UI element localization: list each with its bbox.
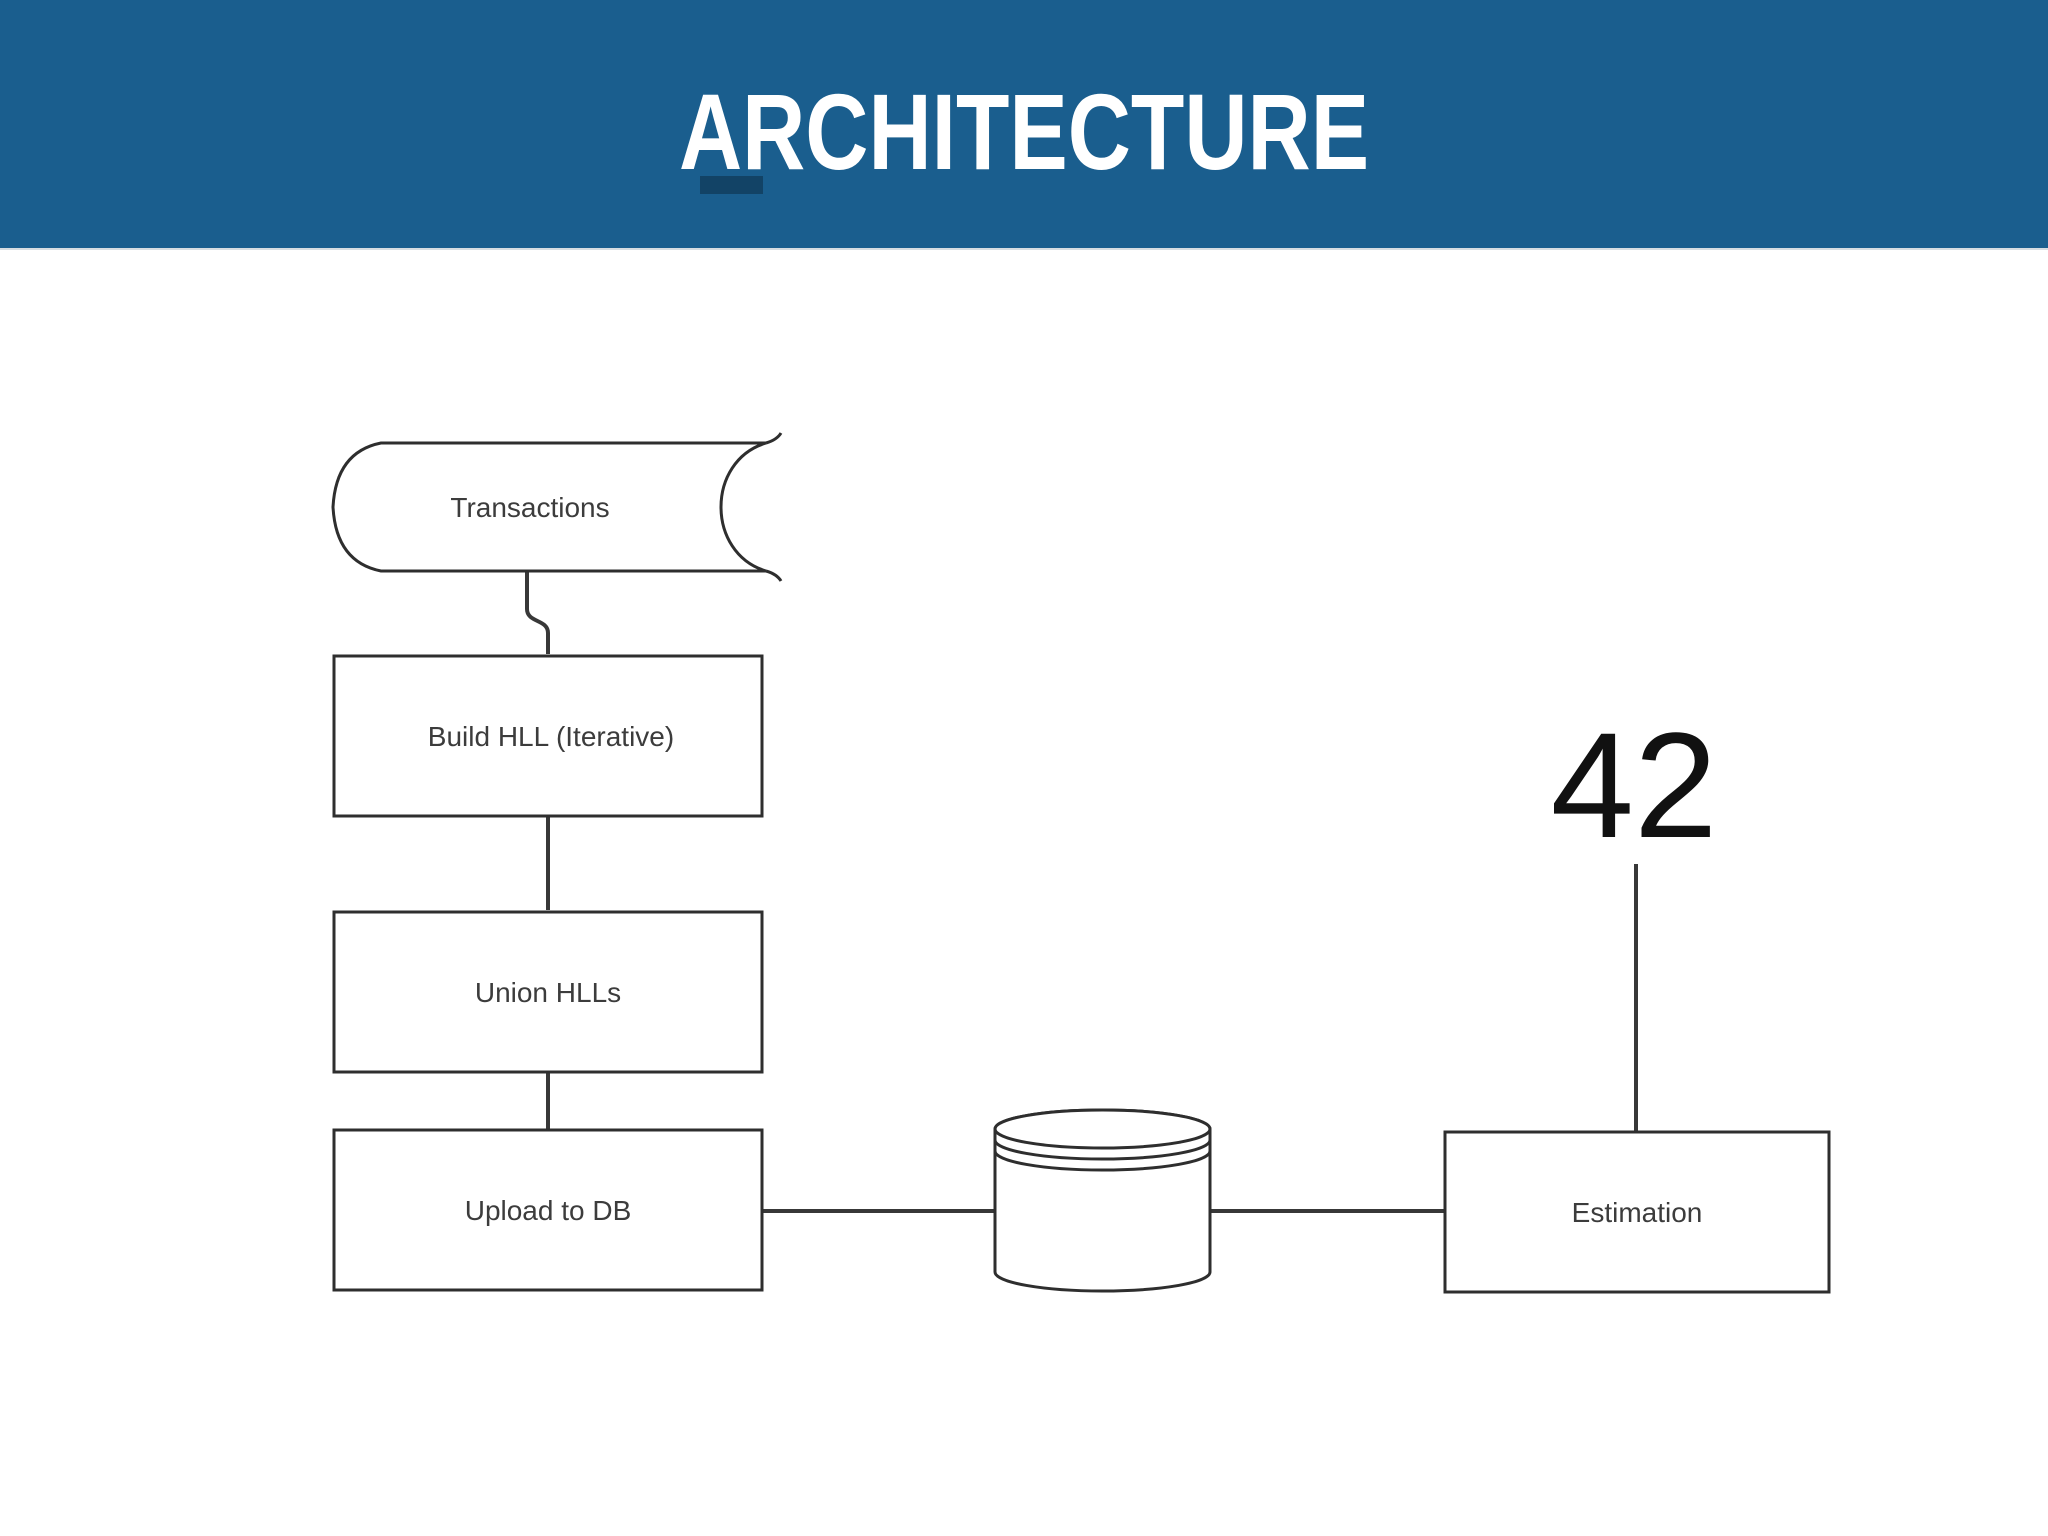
process-rect	[1443, 1130, 1831, 1294]
annotation-42: 42	[1551, 701, 1718, 869]
node-label-union-hlls: Union HLLs	[475, 977, 621, 1008]
node-label-estimation: Estimation	[1572, 1197, 1703, 1228]
database-disk-line-2	[993, 1150, 1212, 1172]
node-build-hll: Build HLL (Iterative)	[332, 654, 764, 818]
node-estimation: Estimation	[1443, 1130, 1831, 1294]
node-label-build-hll: Build HLL (Iterative)	[428, 721, 674, 752]
node-upload-to-db: Upload to DB	[332, 1128, 764, 1292]
edge-transactions-to-build-hll	[525, 571, 550, 654]
edges	[525, 571, 1638, 1213]
node-label-upload-to-db: Upload to DB	[465, 1195, 632, 1226]
stored-data-top-tail	[765, 432, 783, 445]
title-underline-mark	[700, 176, 763, 194]
slide-title: ARCHITECTURE	[678, 70, 1370, 192]
node-database	[993, 1108, 1212, 1293]
process-rect	[332, 910, 764, 1074]
process-rect	[332, 1128, 764, 1292]
stored-data-shape	[331, 441, 767, 573]
node-transactions: Transactions	[331, 432, 783, 582]
stored-data-bottom-tail	[765, 569, 783, 582]
database-cylinder-top	[993, 1108, 1212, 1150]
process-rect	[332, 654, 764, 818]
node-union-hlls: Union HLLs	[332, 910, 764, 1074]
database-disk-line-1	[993, 1139, 1212, 1161]
node-label-transactions: Transactions	[450, 492, 609, 523]
header-banner: ARCHITECTURE	[0, 0, 2048, 250]
